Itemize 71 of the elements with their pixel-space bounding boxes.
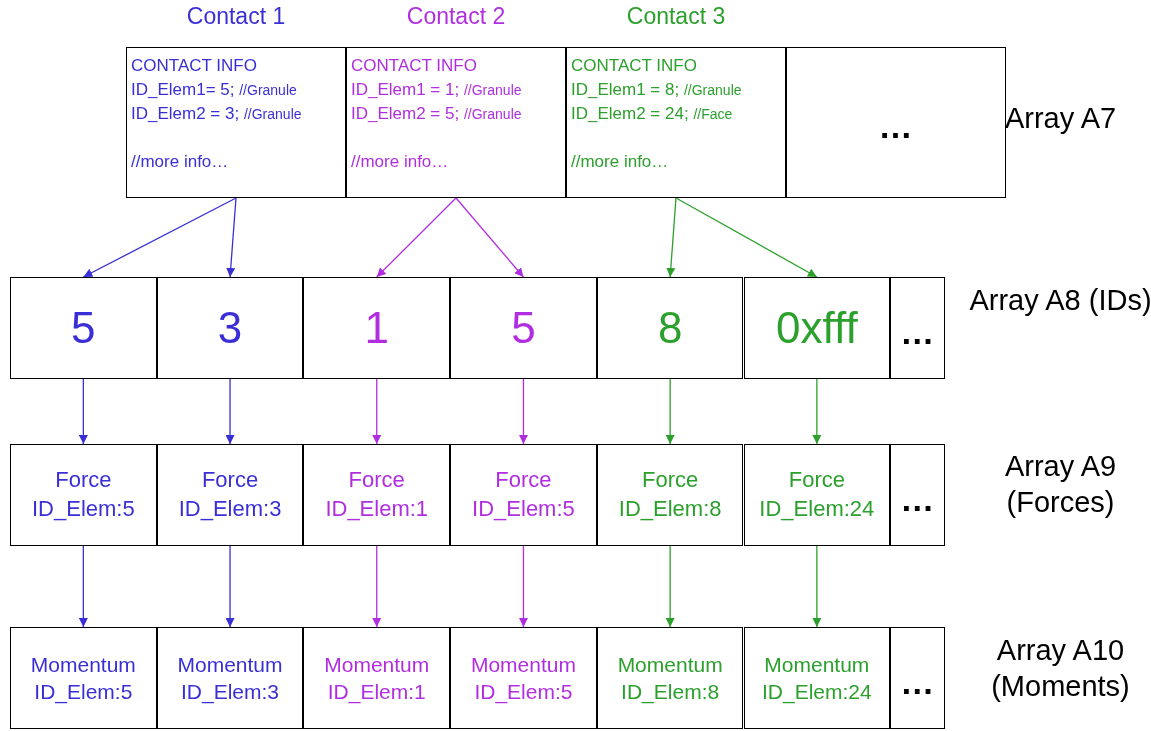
arrow xyxy=(518,378,528,445)
cell-id: ID_Elem:5 xyxy=(474,679,573,706)
code-line: ID_Elem1 = 1; //Granule xyxy=(351,79,522,101)
cell-title: Force xyxy=(55,466,112,495)
arrow xyxy=(226,197,237,278)
arrow xyxy=(666,197,677,278)
code-line: ID_Elem1= 5; //Granule xyxy=(131,79,297,101)
cell-id: ID_Elem:5 xyxy=(472,495,575,523)
ellipsis: … xyxy=(900,662,936,702)
cell-id: ID_Elem:5 xyxy=(32,495,135,523)
contact-heading: Contact 1 xyxy=(185,3,287,30)
array-label: Array A7 xyxy=(1003,101,1118,136)
code-line: CONTACT INFO xyxy=(131,55,257,77)
cell-id: ID_Elem:24 xyxy=(762,679,872,706)
arrow xyxy=(372,378,382,445)
arrow xyxy=(78,378,88,445)
arrow xyxy=(812,378,822,445)
arrow xyxy=(812,545,822,628)
arrow xyxy=(675,197,818,278)
cell-id: ID_Elem:1 xyxy=(327,679,426,706)
cell-id: ID_Elem:5 xyxy=(34,679,133,706)
id-value: 3 xyxy=(217,303,243,353)
arrow xyxy=(78,545,88,628)
cell-title: Momentum xyxy=(324,651,430,678)
ellipsis: … xyxy=(900,479,936,519)
id-value: 1 xyxy=(364,303,389,353)
arrow xyxy=(455,197,525,278)
code-line: ID_Elem2 = 5; //Granule xyxy=(351,103,522,125)
ellipsis: … xyxy=(900,312,936,352)
id-value: 8 xyxy=(657,303,683,353)
id-value: 5 xyxy=(71,303,96,353)
cell-title: Momentum xyxy=(470,651,576,678)
contact-heading: Contact 3 xyxy=(625,3,727,30)
arrow xyxy=(665,545,675,628)
code-line: CONTACT INFO xyxy=(571,55,697,77)
arrow xyxy=(82,197,237,278)
cell-title: Momentum xyxy=(617,651,723,678)
cell-id: ID_Elem:24 xyxy=(759,495,875,523)
code-comment: //more info… xyxy=(131,151,229,173)
code-comment: //more info… xyxy=(571,151,669,173)
cell-title: Momentum xyxy=(30,651,136,678)
cell-title: Force xyxy=(495,466,552,495)
code-comment: //more info… xyxy=(351,151,449,173)
array-label: Array A10 (Moments) xyxy=(990,633,1131,704)
cell-title: Momentum xyxy=(764,651,870,678)
array-label: Array A8 (IDs) xyxy=(968,283,1151,318)
array-label: Array A9 (Forces) xyxy=(1003,449,1118,520)
cell-title: Momentum xyxy=(177,651,283,678)
cell-id: ID_Elem:3 xyxy=(181,679,280,706)
cell-id: ID_Elem:3 xyxy=(178,495,282,523)
cell-title: Force xyxy=(348,466,405,495)
ellipsis: … xyxy=(878,107,914,146)
arrow xyxy=(665,378,675,445)
id-value: 0xfff xyxy=(776,303,858,353)
arrow xyxy=(518,545,528,628)
arrow xyxy=(225,378,235,445)
cell-title: Force xyxy=(788,466,845,495)
cell-title: Force xyxy=(201,466,259,495)
code-line: CONTACT INFO xyxy=(351,55,477,77)
cell-id: ID_Elem:8 xyxy=(621,679,720,706)
cell-title: Force xyxy=(642,466,699,495)
cell-id: ID_Elem:8 xyxy=(618,495,722,523)
id-value: 5 xyxy=(511,303,536,353)
arrow xyxy=(372,545,382,628)
arrow xyxy=(376,197,457,278)
code-line: ID_Elem2 = 24; //Face xyxy=(571,103,733,125)
contact-heading: Contact 2 xyxy=(405,3,507,30)
cell-id: ID_Elem:1 xyxy=(325,495,429,523)
arrow xyxy=(225,545,235,628)
code-line: ID_Elem2 = 3; //Granule xyxy=(131,103,302,125)
code-line: ID_Elem1 = 8; //Granule xyxy=(571,79,742,101)
